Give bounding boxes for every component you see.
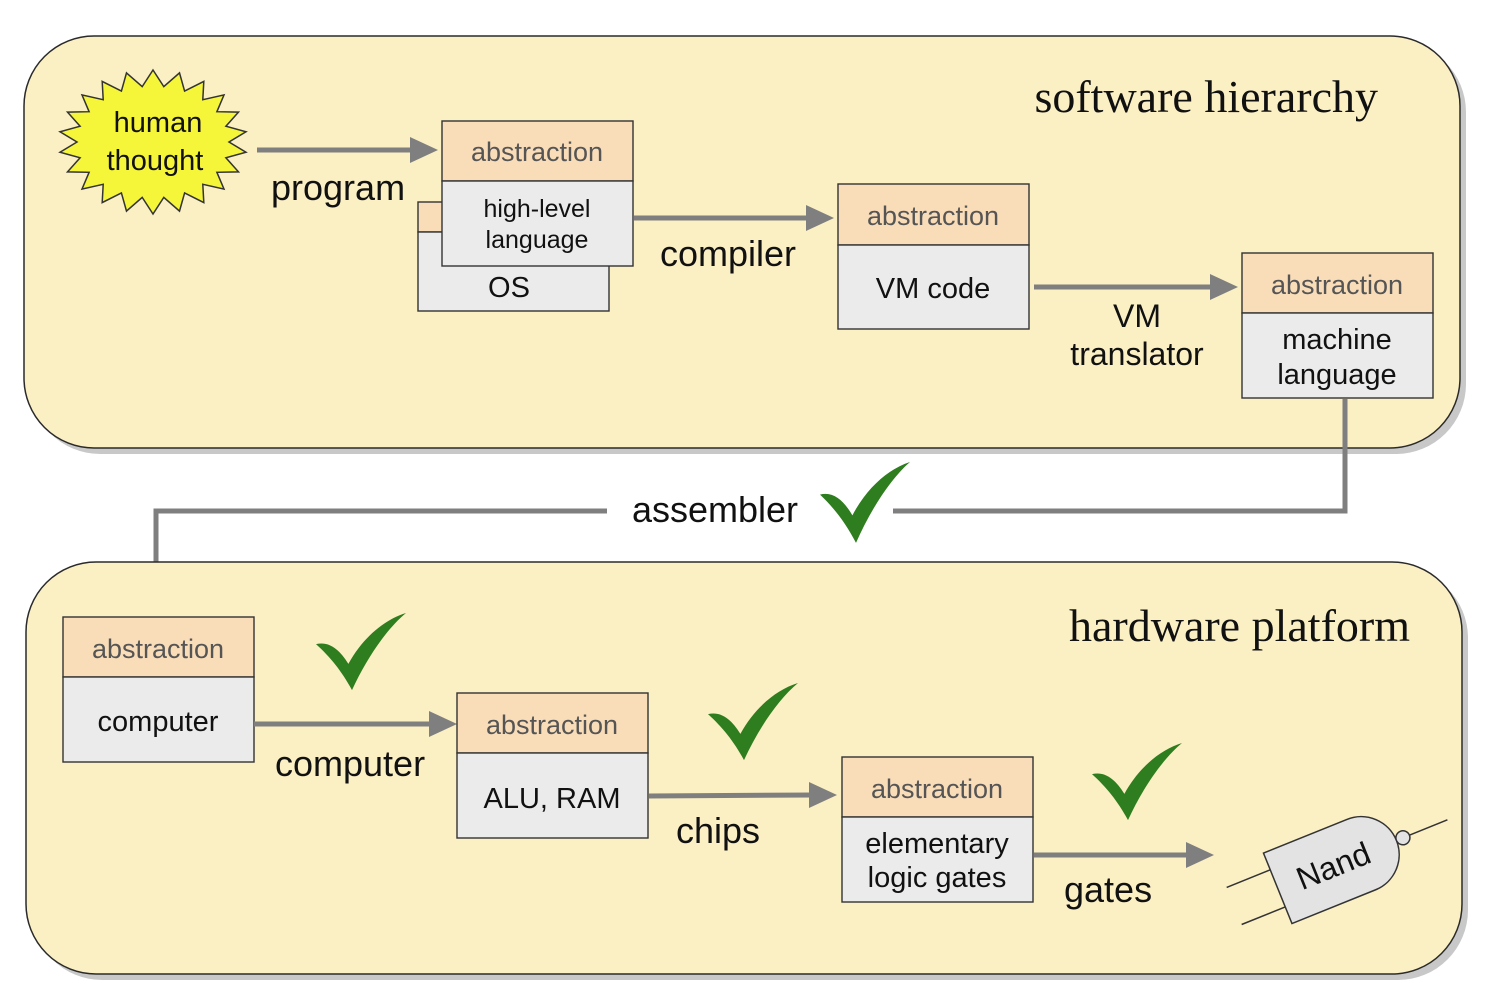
- high-level-language-box: abstraction high-level language: [441, 120, 634, 267]
- gates-line-1: elementary: [865, 828, 1009, 860]
- ml-line-2: language: [1277, 359, 1396, 391]
- gates-abstraction-label: abstraction: [871, 774, 1003, 804]
- chips-arrow: chips: [648, 782, 837, 851]
- vm-translator-line-1: VM: [1113, 298, 1161, 334]
- machine-language-box: abstraction machine language: [1241, 252, 1434, 399]
- vm-code-label: VM code: [876, 273, 990, 305]
- hll-line-2: language: [486, 226, 589, 254]
- vm-code-box: abstraction VM code: [837, 183, 1030, 330]
- human-thought-burst: human thought: [58, 68, 248, 216]
- compiler-arrow: compiler: [634, 205, 834, 274]
- computer-box-label: computer: [98, 706, 219, 738]
- program-arrow: program: [257, 137, 438, 208]
- hardware-platform-title: hardware platform: [1069, 600, 1410, 651]
- hll-abstraction-label: abstraction: [471, 137, 603, 167]
- computer-abstraction-label: abstraction: [92, 634, 224, 664]
- vm-translator-arrow: VM translator: [1034, 274, 1238, 372]
- program-label: program: [271, 167, 405, 208]
- os-label: OS: [488, 272, 530, 304]
- software-hierarchy-panel: software hierarchy: [23, 35, 1466, 454]
- gates-line-2: logic gates: [868, 862, 1007, 894]
- gates-label: gates: [1064, 869, 1152, 910]
- assembler-label: assembler: [632, 489, 798, 530]
- thought-line-1: human: [114, 107, 203, 139]
- alu-ram-box: abstraction ALU, RAM: [456, 692, 649, 839]
- vm-abstraction-label: abstraction: [867, 201, 999, 231]
- computer-arrow: computer: [254, 711, 457, 784]
- computer-box: abstraction computer: [62, 616, 255, 763]
- assembler-checkmark-icon: [820, 462, 910, 543]
- chips-label: chips: [676, 810, 760, 851]
- hardware-platform-panel: hardware platform: [25, 561, 1468, 980]
- compiler-label: compiler: [660, 233, 796, 274]
- alu-abstraction-label: abstraction: [486, 710, 618, 740]
- ml-line-1: machine: [1282, 324, 1392, 356]
- logic-gates-box: abstraction elementary logic gates: [841, 756, 1034, 903]
- vm-translator-line-2: translator: [1070, 336, 1204, 372]
- ml-abstraction-label: abstraction: [1271, 270, 1403, 300]
- thought-line-2: thought: [107, 145, 204, 177]
- computer-arrow-label: computer: [275, 743, 425, 784]
- nand-gate-icon: Nand: [1226, 815, 1448, 926]
- gates-arrow: gates: [1034, 842, 1214, 910]
- alu-ram-label: ALU, RAM: [484, 783, 621, 815]
- software-hierarchy-title: software hierarchy: [1034, 71, 1378, 122]
- hll-line-1: high-level: [483, 195, 590, 223]
